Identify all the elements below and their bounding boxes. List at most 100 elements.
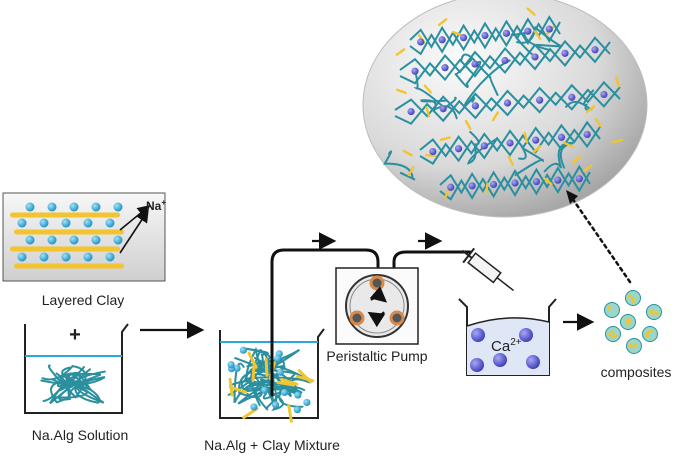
clay-layer <box>10 212 120 218</box>
alginate-chain <box>238 368 304 408</box>
sodium-bead <box>113 235 123 245</box>
calcium-crosslink <box>524 27 532 35</box>
magnify-arrowhead <box>566 190 578 204</box>
calcium-bead <box>526 355 540 369</box>
alginate-chain <box>565 89 595 111</box>
calcium-crosslink <box>489 180 498 189</box>
alginate-chain <box>399 41 611 85</box>
sodium-bead <box>303 398 311 407</box>
clay-platelet <box>437 18 448 27</box>
composite-bead <box>604 302 620 318</box>
sodium-bead <box>61 252 71 262</box>
calcium-crosslink <box>407 107 415 116</box>
bead-speck <box>625 322 629 326</box>
alginate-chain <box>420 99 458 120</box>
calcium-crosslink <box>536 96 544 104</box>
clay-platelet <box>251 363 256 383</box>
clay-platelet <box>407 166 415 177</box>
sodium-bead <box>274 355 282 363</box>
calcium-crosslink <box>417 38 425 46</box>
calcium-crosslink <box>459 34 468 42</box>
calcium-crosslink <box>411 67 419 75</box>
bead-speck <box>634 342 638 347</box>
clay-layer <box>10 246 120 252</box>
clay-platelet <box>423 84 432 94</box>
sodium-bead <box>91 235 101 245</box>
plus-sign: + <box>69 324 81 346</box>
sodium-bead <box>280 388 289 397</box>
calcium-crosslink <box>583 130 591 139</box>
calcium-charge-label: 2+ <box>510 337 522 348</box>
clay-platelet <box>484 182 489 194</box>
composite-beads <box>604 290 662 354</box>
bead-speck <box>611 335 615 339</box>
clay-platelet <box>571 155 582 164</box>
calcium-bead <box>519 328 533 342</box>
sodium-pointer-arrow <box>119 209 149 254</box>
sodium-bead <box>25 202 35 212</box>
calcium-crosslink <box>503 99 512 107</box>
alginate-chain <box>53 372 102 399</box>
sodium-bead <box>105 218 115 228</box>
clay-platelet <box>562 141 574 148</box>
calcium-crosslink <box>481 31 489 40</box>
clay-platelet <box>611 138 624 144</box>
calcium-crosslink <box>441 64 449 72</box>
bead-speck <box>649 309 653 313</box>
sodium-charge-label: + <box>161 198 166 207</box>
calcium-bead <box>471 328 485 342</box>
calcium-crosslink <box>561 49 569 57</box>
calcium-beaker: Ca2+ <box>458 298 557 376</box>
na-alg-solution-label: Na.Alg Solution <box>32 427 129 443</box>
sodium-ion-label: Na <box>146 199 162 213</box>
calcium-crosslink <box>454 145 463 153</box>
sodium-bead <box>83 218 93 228</box>
sodium-bead <box>294 391 302 399</box>
calcium-crosslink <box>568 93 576 101</box>
clay-layer <box>14 229 124 235</box>
alginate-chain <box>467 130 499 165</box>
clay-platelet <box>425 106 431 118</box>
sodium-bead <box>105 252 115 262</box>
sodium-bead <box>113 202 123 212</box>
composites-label: composites <box>601 364 672 380</box>
clay-platelet <box>424 153 437 158</box>
calcium-crosslink <box>591 46 599 54</box>
calcium-crosslink <box>480 142 488 150</box>
clay-platelet <box>402 149 413 157</box>
sodium-bead <box>69 235 79 245</box>
clay-platelet <box>533 30 542 41</box>
clay-platelet <box>452 30 463 37</box>
calcium-crosslink <box>471 102 479 110</box>
sodium-bead <box>47 235 57 245</box>
alginate-chain <box>463 59 511 110</box>
clay-platelet <box>526 7 536 16</box>
calcium-bead <box>493 353 507 367</box>
alginate-chain <box>510 31 551 58</box>
clay-platelet <box>287 403 293 423</box>
clay-platelet <box>280 377 299 386</box>
bead-speck <box>608 332 612 336</box>
svg-text:Na+: Na+ <box>146 198 166 213</box>
sodium-bead <box>260 386 269 394</box>
sodium-bead <box>233 364 241 372</box>
pump-label: Peristaltic Pump <box>326 348 427 364</box>
alginate-chain <box>419 126 601 165</box>
bead-speck <box>655 311 659 315</box>
layered-clay-label: Layered Clay <box>42 292 125 308</box>
composite-bead <box>625 290 641 306</box>
bead-speck <box>645 332 649 336</box>
bead-speck <box>631 344 636 348</box>
alginate-chain <box>394 86 621 125</box>
calcium-crosslink <box>511 179 519 187</box>
bead-shell <box>604 302 620 318</box>
sodium-bead <box>239 346 247 354</box>
clay-platelet <box>228 385 248 394</box>
clay-platelet <box>395 48 406 56</box>
magnified-network-sphere <box>362 0 648 218</box>
bead-speck <box>627 319 631 324</box>
tubing <box>270 248 472 397</box>
clay-platelet <box>585 105 596 114</box>
sodium-bead <box>83 252 93 262</box>
